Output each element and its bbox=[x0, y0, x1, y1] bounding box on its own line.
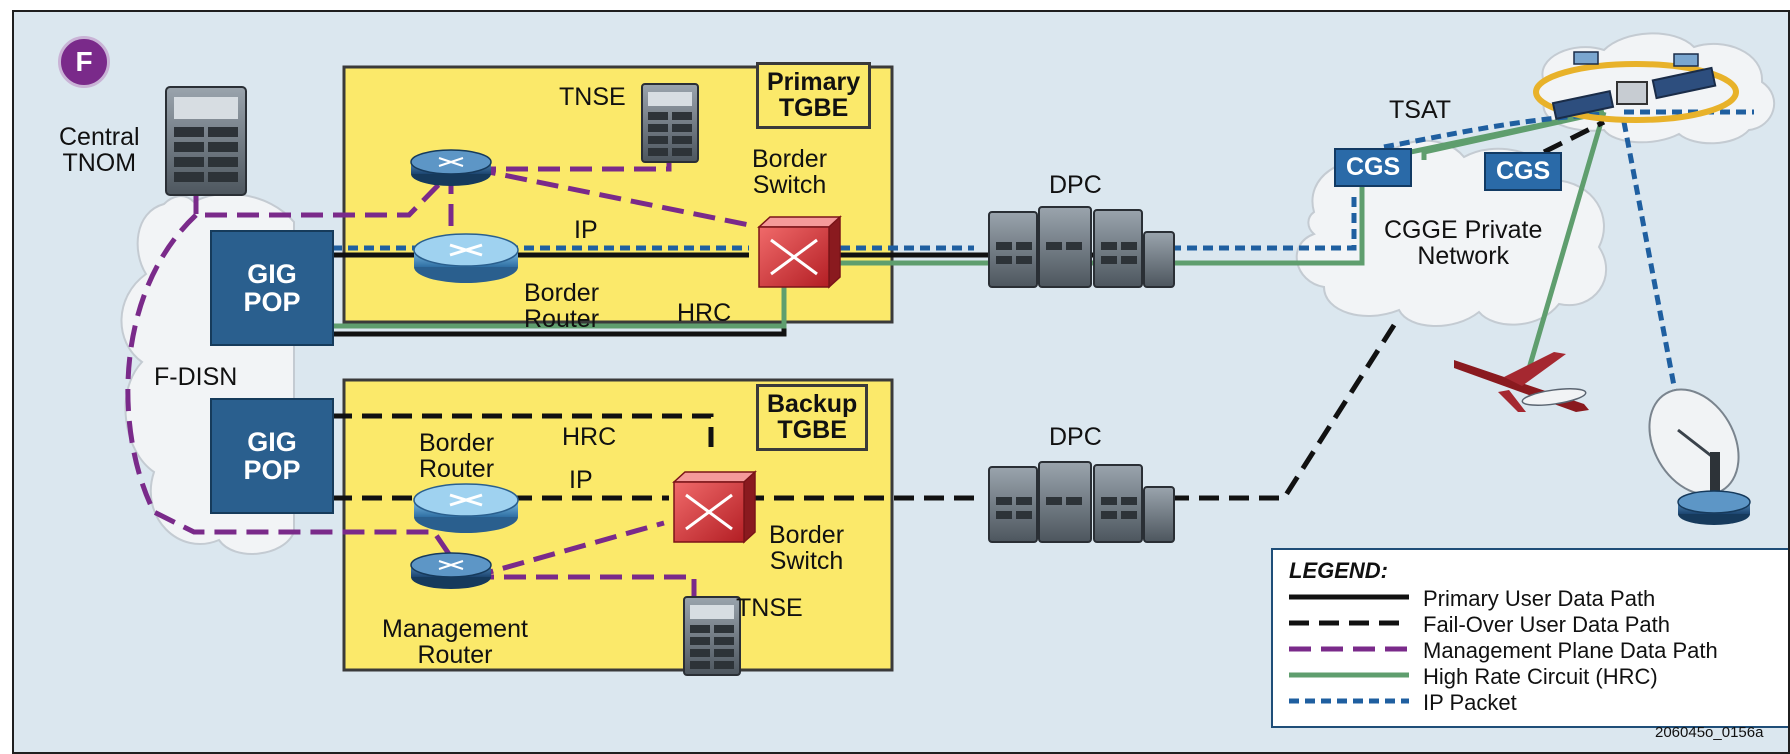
satellite-dish-icon bbox=[1648, 388, 1751, 525]
border-switch-bottom-icon bbox=[672, 470, 757, 544]
legend-swatch-hrc bbox=[1289, 672, 1409, 678]
border-router-bottom-label: Border Router bbox=[419, 429, 495, 484]
border-router-bottom-icon bbox=[413, 483, 519, 533]
cgs-box-2: CGS bbox=[1484, 152, 1563, 191]
tnse-top-label: TNSE bbox=[559, 83, 626, 111]
border-switch-top-label: Border Switch bbox=[752, 145, 828, 200]
legend-label: Primary User Data Path bbox=[1423, 586, 1656, 611]
legend-item-primary-user: Primary User Data Path bbox=[1289, 586, 1788, 611]
border-switch-top-icon bbox=[757, 215, 842, 289]
f-disn-label: F-DISN bbox=[154, 363, 238, 391]
tsat-label: TSAT bbox=[1389, 96, 1452, 124]
aircraft-icon bbox=[1454, 352, 1589, 412]
legend-swatch-primary-user bbox=[1289, 594, 1409, 600]
tnse-top-server-icon bbox=[641, 83, 699, 163]
ip-top-label: IP bbox=[574, 216, 598, 244]
dpc-top-server-icon bbox=[988, 206, 1175, 288]
legend: LEGEND: Primary User Data Path Fail-Over… bbox=[1271, 548, 1788, 728]
primary-tgbe-title: Primary TGBE bbox=[756, 62, 872, 129]
central-tnom-label: Central TNOM bbox=[59, 123, 140, 178]
legend-title: LEGEND: bbox=[1289, 558, 1388, 583]
border-router-top-label: Border Router bbox=[524, 279, 600, 334]
dpc-bottom-server-icon bbox=[988, 461, 1175, 543]
hrc-bottom-label: HRC bbox=[562, 423, 617, 451]
dpc-top-label: DPC bbox=[1049, 171, 1102, 199]
border-switch-bottom-label: Border Switch bbox=[769, 521, 845, 576]
central-tnom-server-icon bbox=[165, 86, 247, 196]
cgge-private-network-label: CGGE Private Network bbox=[1384, 216, 1543, 271]
cgs-box-1: CGS bbox=[1334, 148, 1413, 187]
gig-pop-bottom: GIG POP bbox=[210, 398, 334, 514]
legend-label: IP Packet bbox=[1423, 690, 1517, 715]
legend-label: Management Plane Data Path bbox=[1423, 638, 1718, 663]
legend-item-management-plane: Management Plane Data Path bbox=[1289, 638, 1788, 663]
diagram-frame: F Central TNOM TNSE TNSE Border Switch B… bbox=[12, 10, 1790, 754]
figure-badge: F bbox=[58, 36, 110, 88]
gig-pop-top: GIG POP bbox=[210, 230, 334, 346]
management-router-label: Management Router bbox=[382, 615, 528, 670]
backup-tgbe-title: Backup TGBE bbox=[756, 384, 869, 451]
legend-item-failover-user: Fail-Over User Data Path bbox=[1289, 612, 1788, 637]
management-router-bottom-icon bbox=[410, 552, 492, 589]
tnse-bottom-server-icon bbox=[683, 596, 741, 676]
legend-item-ip-packet: IP Packet bbox=[1289, 690, 1788, 715]
satellite-icon bbox=[1533, 51, 1739, 123]
dpc-bottom-label: DPC bbox=[1049, 423, 1102, 451]
legend-label: High Rate Circuit (HRC) bbox=[1423, 664, 1658, 689]
legend-label: Fail-Over User Data Path bbox=[1423, 612, 1670, 637]
figure-id: 206045o_0156a bbox=[1655, 724, 1764, 741]
border-router-top-icon bbox=[413, 233, 519, 283]
tnse-bottom-label: TNSE bbox=[736, 594, 803, 622]
legend-item-hrc: High Rate Circuit (HRC) bbox=[1289, 664, 1788, 689]
hrc-top-label: HRC bbox=[677, 299, 732, 327]
management-router-top-icon bbox=[410, 149, 492, 186]
legend-swatch-ip-packet bbox=[1289, 698, 1409, 704]
ip-bottom-label: IP bbox=[569, 466, 593, 494]
legend-swatch-failover-user bbox=[1289, 620, 1409, 626]
management-plane-paths bbox=[125, 152, 750, 612]
legend-swatch-management-plane bbox=[1289, 646, 1409, 652]
